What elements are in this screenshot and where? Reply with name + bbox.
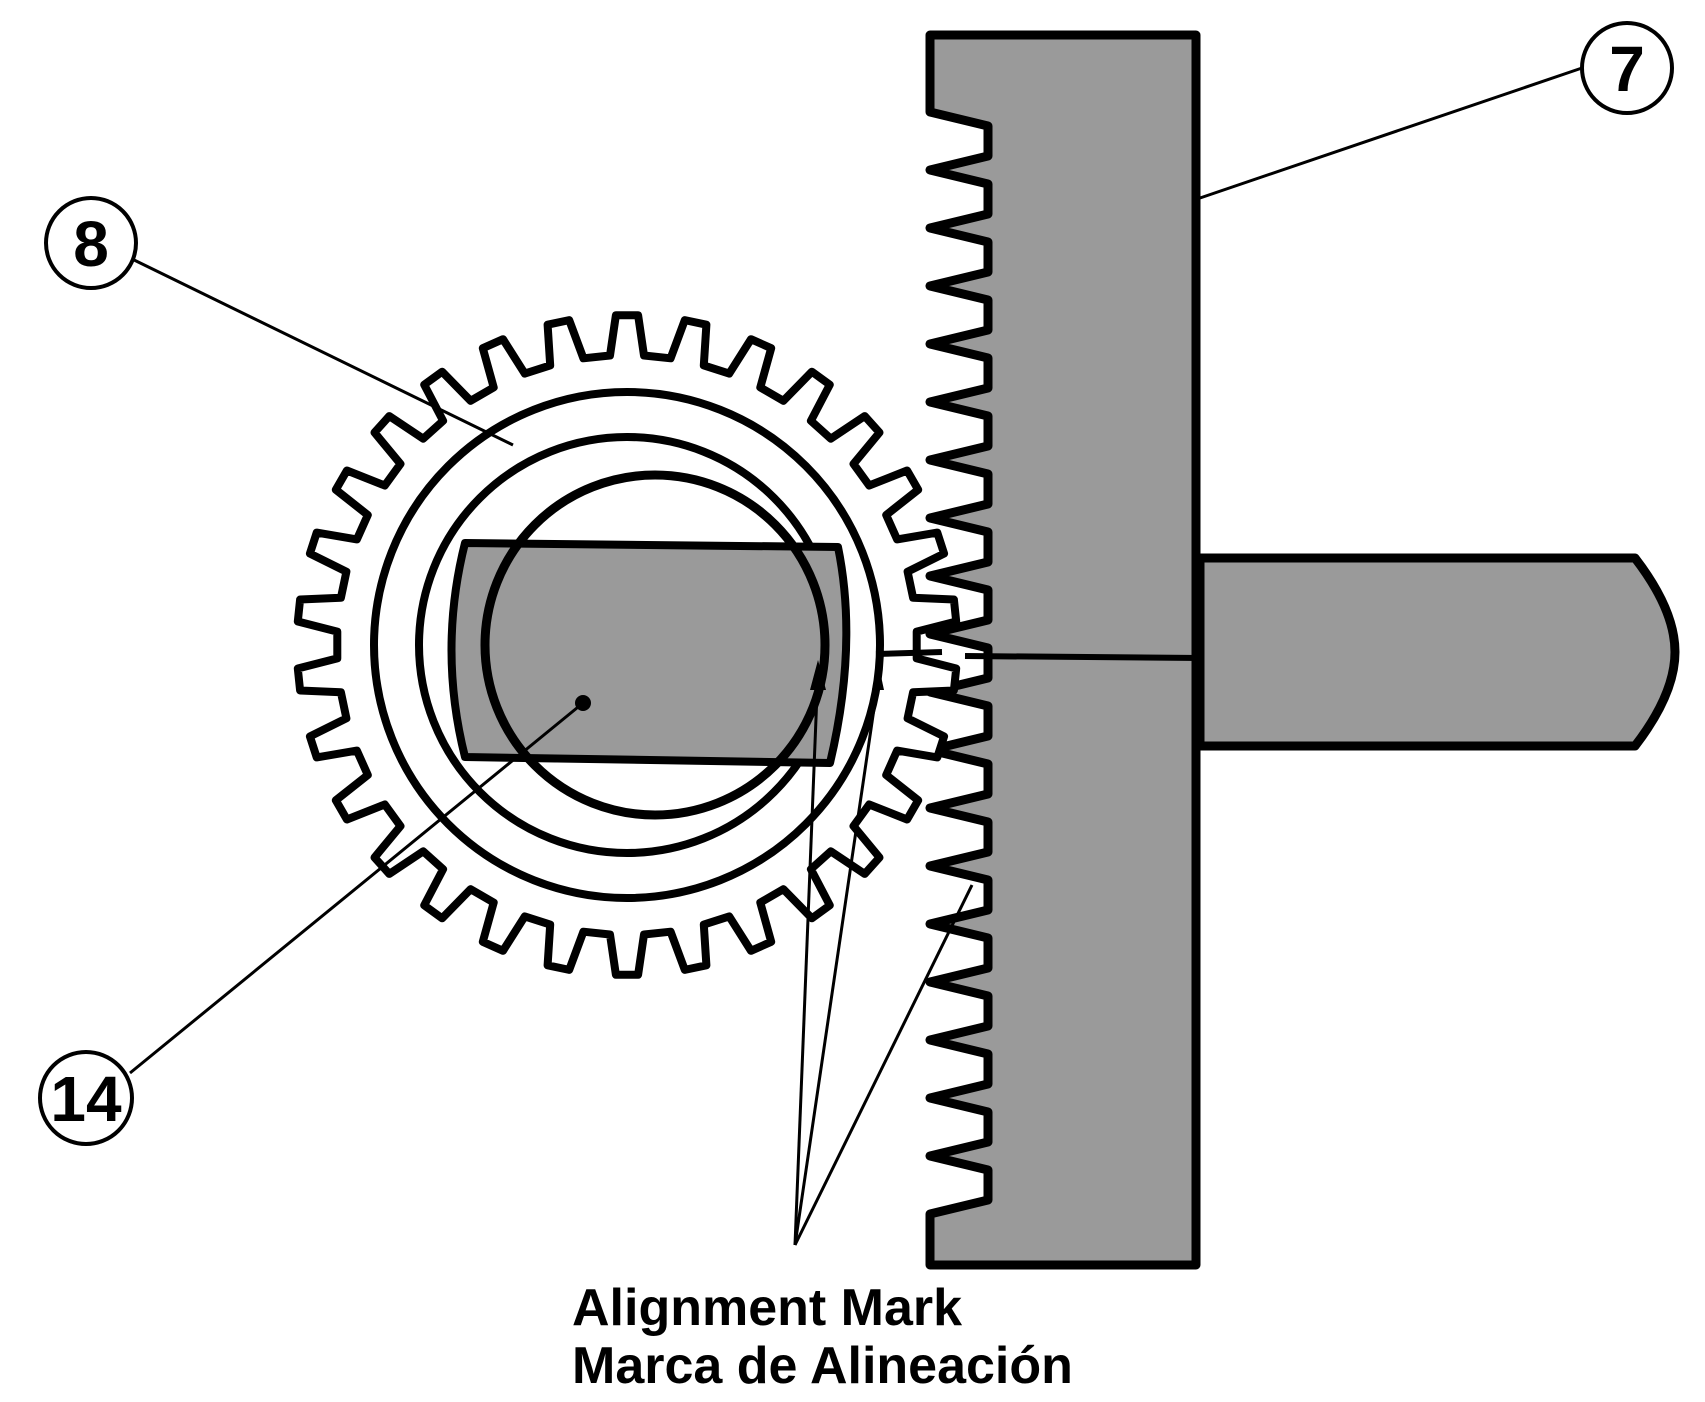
gear-hub-outer-ring — [370, 388, 884, 902]
callout-7-circle — [1580, 21, 1674, 115]
alignment-leader-lines — [793, 667, 974, 1246]
callout-7-label: 7 — [1609, 33, 1645, 105]
caption-alignment-mark: Alignment Mark — [572, 1279, 963, 1337]
rack-shaft-center-line — [964, 653, 1201, 661]
caption-marca-de-alineacion: Marca de Alineación — [572, 1337, 1073, 1395]
callout-14-label: 14 — [50, 1063, 122, 1135]
callout-8-label: 8 — [73, 208, 109, 280]
gear-shaft-part-14 — [447, 539, 851, 767]
gear-rack-part-7 — [925, 30, 1201, 1270]
callout-14-leader — [129, 701, 584, 1075]
callout-8-circle — [44, 196, 138, 290]
gear-inner-circle — [480, 470, 830, 820]
callout-14-circle — [38, 1050, 134, 1146]
callout-7-leader — [1199, 66, 1583, 200]
gear-alignment-mark — [875, 649, 943, 657]
callout-8-leader — [129, 256, 514, 447]
shaft — [1195, 553, 1680, 751]
